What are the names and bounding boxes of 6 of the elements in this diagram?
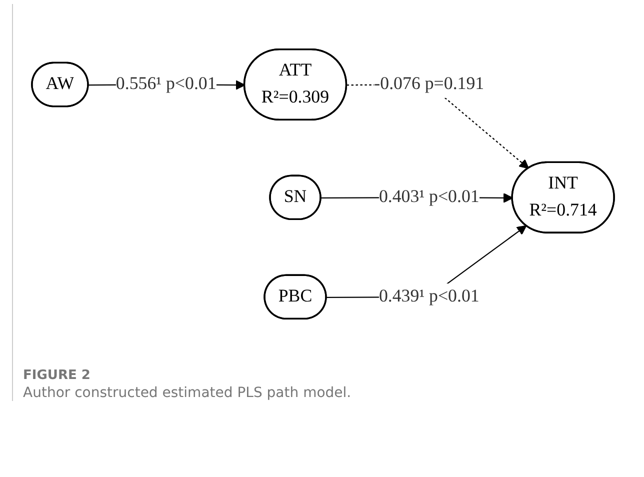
edge-label: 0.556¹ p<0.01	[116, 74, 216, 94]
edge-label: 0.403¹ p<0.01	[378, 187, 480, 206]
edge-label: 0.439¹ p<0.01	[378, 286, 480, 306]
edge-label: -0.076 p=0.191	[374, 74, 484, 94]
figure-number: FIGURE 2	[23, 368, 92, 383]
caption: Author constructed estimated PLS path model.	[23, 385, 352, 401]
